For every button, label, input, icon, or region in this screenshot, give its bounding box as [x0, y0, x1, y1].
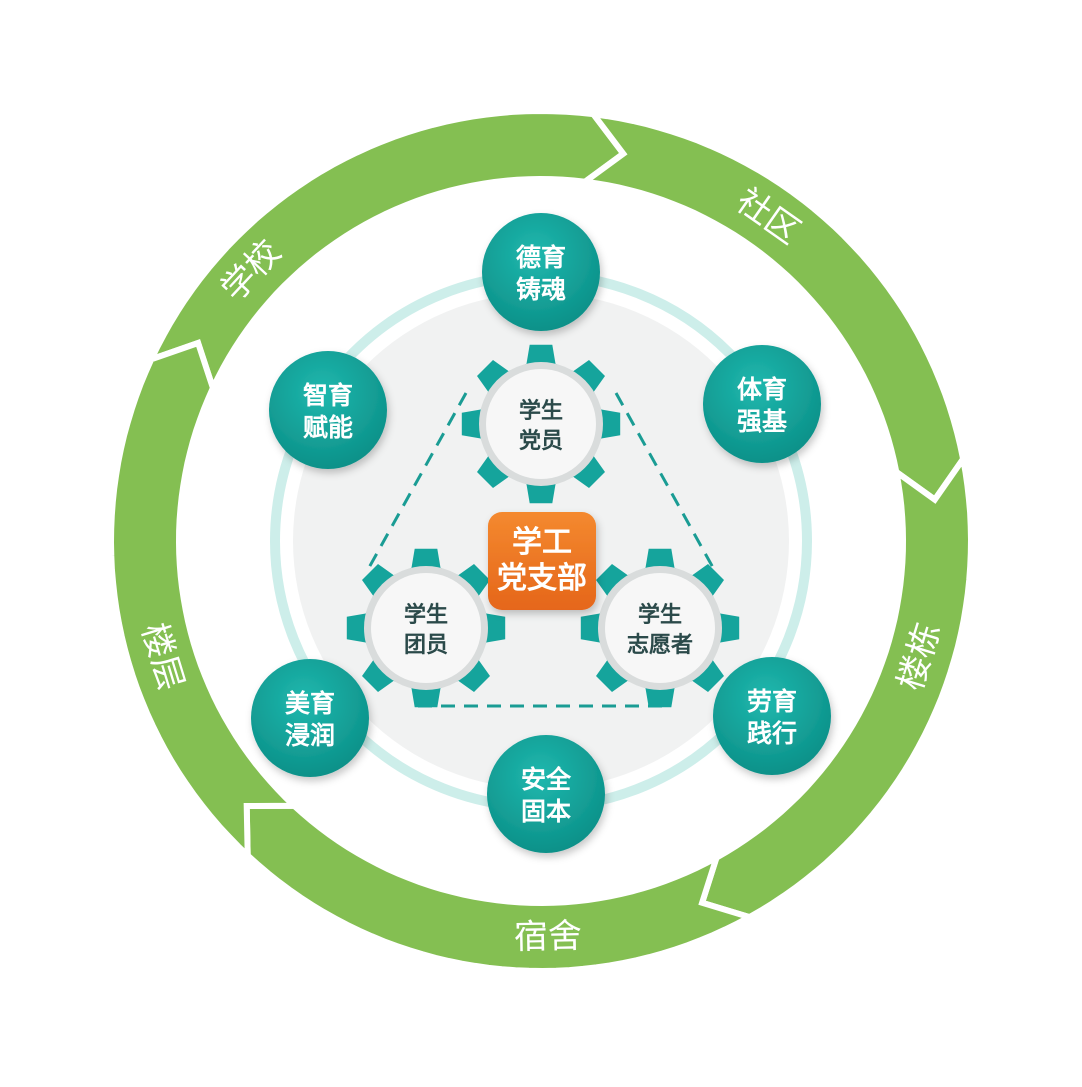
edu-node-label-line2: 践行 [747, 719, 797, 748]
dashed-link-right [614, 392, 718, 574]
edu-node-label-line1: 德育 [516, 243, 566, 272]
edu-node-label-line2: 固本 [521, 797, 571, 826]
center-label-line1: 学工 [512, 525, 572, 560]
gear-hub [486, 369, 596, 479]
edu-node-label-line2: 强基 [737, 407, 787, 436]
gear-label-line1: 学生 [404, 602, 448, 628]
edu-node-label-line2: 铸魂 [516, 275, 566, 304]
edu-node-label-line1: 体育 [737, 375, 787, 404]
center-box [488, 512, 596, 610]
gear-hub [371, 573, 481, 683]
edu-node-label-line2: 浸润 [285, 721, 335, 750]
edu-node-circle [251, 659, 369, 777]
dashed-link-left [364, 392, 468, 574]
gear-label-line1: 学生 [519, 398, 563, 424]
gear-label-line1: 学生 [638, 602, 682, 628]
ring-segment [243, 802, 758, 975]
edu-node-circle [713, 657, 831, 775]
edu-node-label-line2: 赋能 [303, 413, 353, 442]
gear-label-line2: 党员 [519, 428, 563, 454]
edu-node-label-line1: 安全 [521, 765, 572, 794]
center-box-bg [488, 512, 596, 610]
gear-label-line2: 志愿者 [627, 632, 693, 658]
edu-node-circle [482, 213, 600, 331]
edu-node-circle [703, 345, 821, 463]
edu-node-circle [487, 735, 605, 853]
ring-segment-label: 宿舍 [514, 916, 583, 957]
center-label-line2: 党支部 [497, 561, 587, 596]
edu-node-circle [269, 351, 387, 469]
edu-node-label-line1: 智育 [303, 381, 353, 410]
gear-hub [605, 573, 715, 683]
gear-label-line2: 团员 [404, 632, 448, 658]
edu-node-label-line1: 劳育 [747, 687, 797, 716]
edu-node-label-line1: 美育 [285, 689, 335, 718]
ring-segment [107, 339, 302, 863]
